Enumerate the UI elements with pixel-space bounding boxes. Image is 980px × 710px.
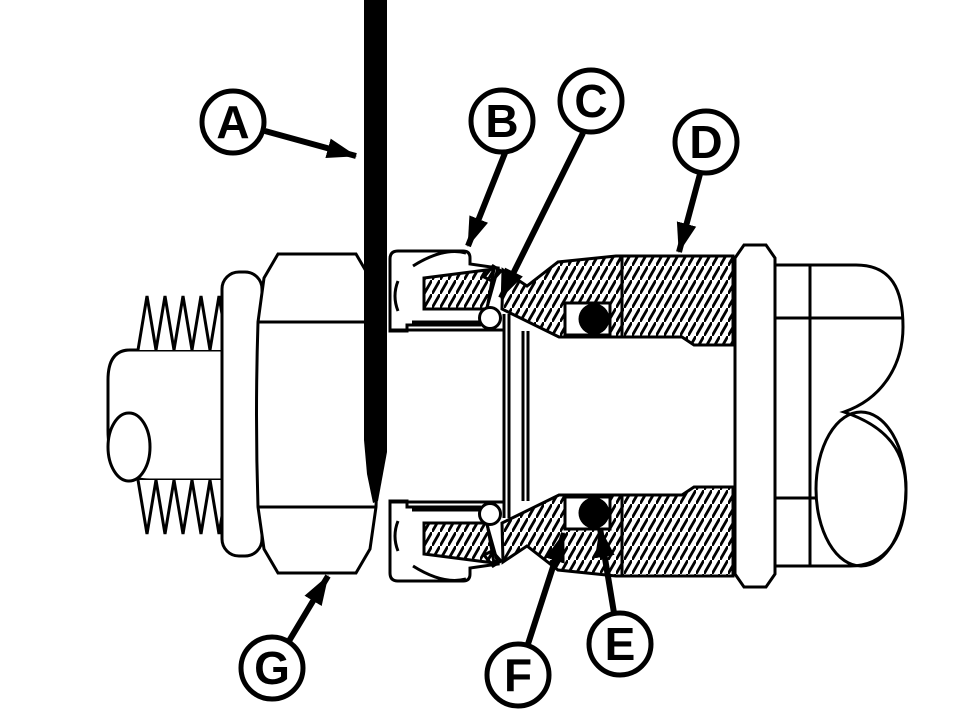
sleeve-ball-bottom [478, 502, 502, 526]
tube-nut-bottom-shoulder [412, 564, 467, 582]
tube-nut-bottom-lip [481, 549, 504, 568]
thread-bottom [136, 479, 230, 535]
callout-circle-f [484, 641, 552, 709]
tube-end-dome [106, 411, 152, 483]
callouts: A B C D E F G [199, 67, 740, 709]
callout-circle-c [557, 67, 625, 135]
o-ring-top [578, 303, 610, 335]
callout-circle-g [238, 634, 306, 702]
body-flange [733, 243, 777, 589]
callout-arrows [264, 128, 703, 645]
arrow-e [594, 527, 617, 614]
callout-letter-g: G [254, 642, 290, 694]
tube-nut-bottom-arc [393, 520, 400, 552]
callout-letter-d: D [689, 116, 722, 168]
callout-letter-c: C [574, 75, 607, 127]
thread-top [136, 295, 230, 351]
callout-circle-d [672, 108, 740, 176]
body-bottom-section [500, 485, 735, 578]
callout-letters: A B C D E F G [216, 75, 722, 701]
tube-nut-top-shoulder [412, 250, 467, 268]
callout-letter-e: E [605, 618, 636, 670]
panel-bar [364, 0, 387, 503]
callout-circle-b [468, 87, 536, 155]
sleeve-ball-top [478, 306, 502, 330]
elbow-body [773, 263, 908, 568]
arrow-b [465, 151, 508, 248]
callout-letter-b: B [485, 95, 518, 147]
right-assembly [733, 243, 908, 589]
tube-nut-top-arc [393, 280, 400, 312]
callout-circle-a [199, 88, 267, 156]
elbow-boss [814, 410, 908, 568]
body-top-section [500, 254, 735, 347]
bulkhead-locknut [255, 252, 381, 575]
tube-sleeve-lines [390, 314, 530, 518]
arrow-a [264, 128, 357, 159]
arrow-f [525, 532, 567, 645]
tube-left-assembly [106, 252, 381, 575]
callout-circles [199, 67, 740, 709]
callout-letter-f: F [504, 649, 532, 701]
o-ring-bottom [578, 497, 610, 529]
arrow-c [498, 131, 586, 300]
callout-circle-e [586, 610, 654, 678]
arrow-g [286, 574, 331, 643]
callout-letter-a: A [216, 96, 249, 148]
fitting-body [478, 254, 735, 578]
tube-nut [388, 249, 504, 583]
arrow-d [676, 173, 703, 253]
